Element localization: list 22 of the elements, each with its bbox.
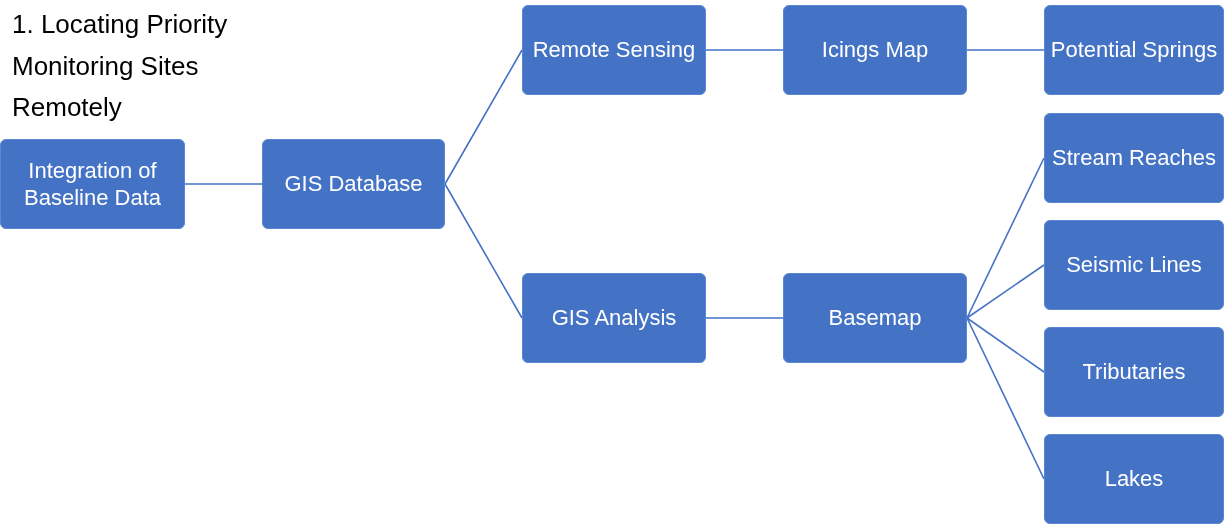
connector-line [966,317,1045,480]
process-box: Stream Reaches [1044,113,1224,203]
process-box: Icings Map [783,5,967,95]
process-box: Basemap [783,273,967,363]
connector-line [444,49,523,185]
process-box: Lakes [1044,434,1224,524]
diagram-title: 1. Locating Priority Monitoring Sites Remotely [12,8,229,125]
connector-line [705,317,784,319]
process-box: Integration of Baseline Data [0,139,185,229]
process-box: GIS Database [262,139,445,229]
connector-line [966,317,1045,373]
connector-line [966,49,1045,51]
connector-line [966,264,1045,319]
process-box: Remote Sensing [522,5,706,95]
process-box: GIS Analysis [522,273,706,363]
connector-line [966,157,1045,319]
process-box: Seismic Lines [1044,220,1224,310]
process-box: Tributaries [1044,327,1224,417]
connector-line [184,183,263,185]
process-box: Potential Springs [1044,5,1224,95]
connector-line [705,49,784,51]
connector-line [444,183,523,319]
